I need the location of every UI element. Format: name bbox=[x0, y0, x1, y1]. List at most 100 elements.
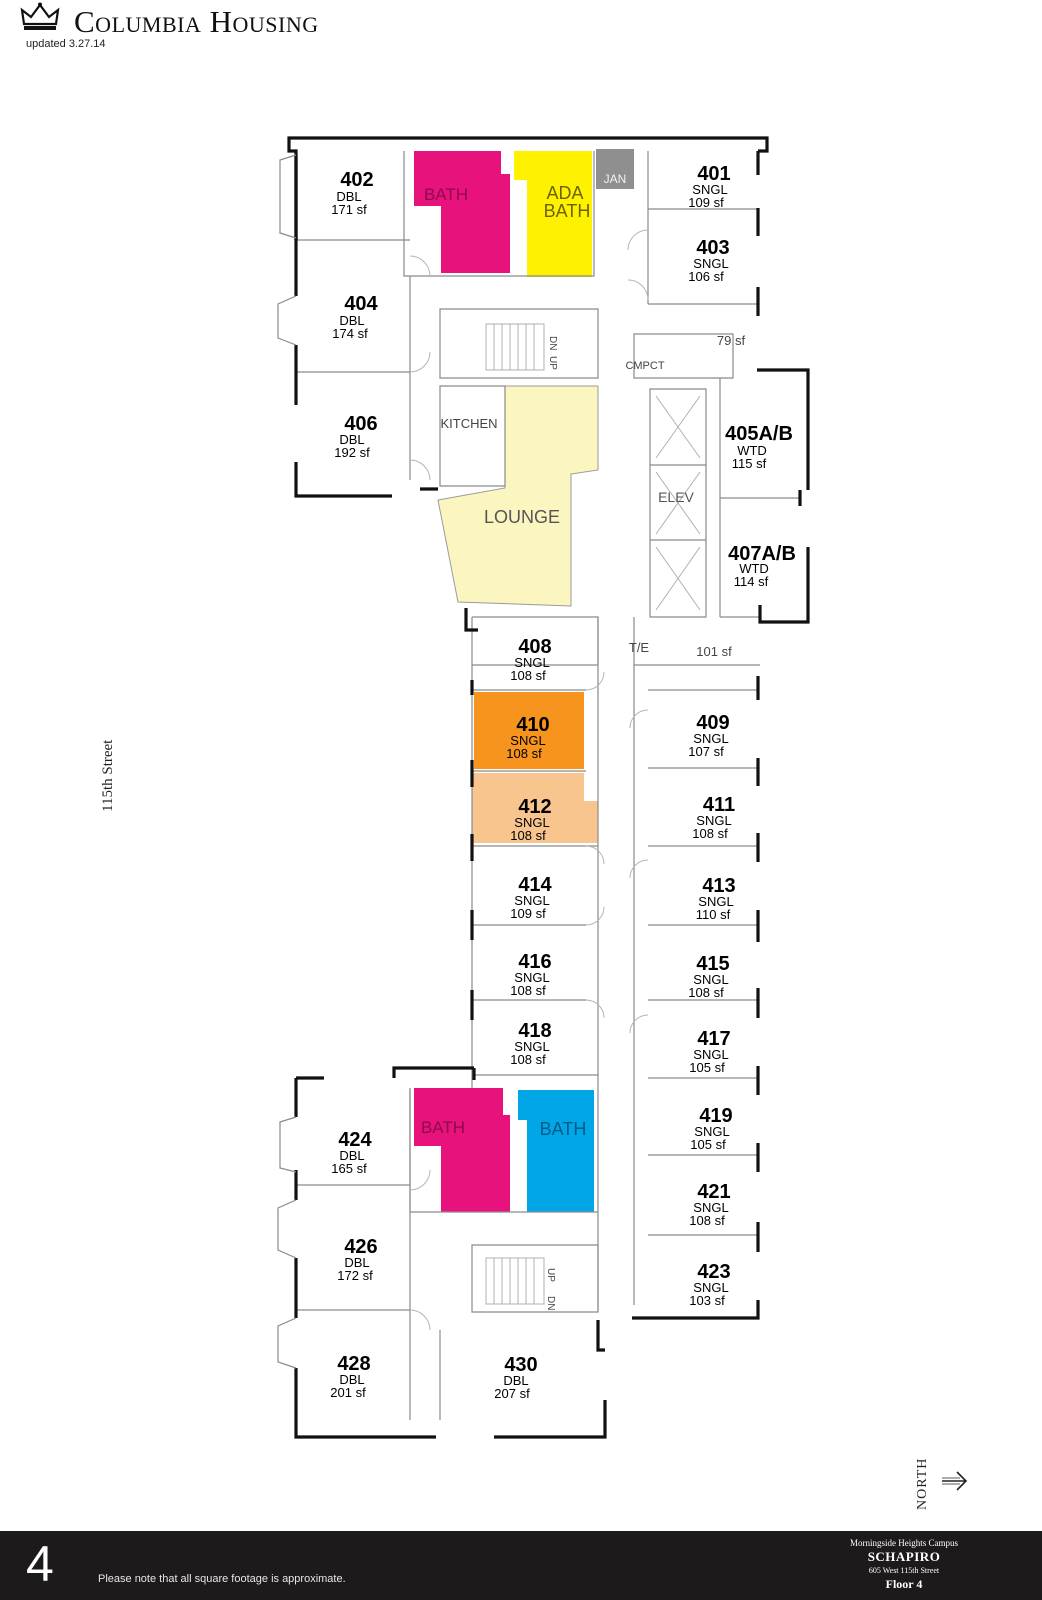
room-430[interactable]: 430 DBL 207 sf bbox=[494, 1354, 537, 1401]
svg-text:410: 410 bbox=[516, 714, 549, 736]
svg-text:419: 419 bbox=[699, 1105, 732, 1127]
room-423[interactable]: 423 SNGL 103 sf bbox=[689, 1261, 730, 1308]
svg-text:416: 416 bbox=[518, 951, 551, 973]
room-407ab[interactable]: 407A/B WTD 114 sf bbox=[728, 543, 796, 589]
footer-bar: 4 Please note that all square footage is… bbox=[0, 1531, 1042, 1600]
ada-bath-top bbox=[514, 151, 592, 277]
floor-plan: 402 DBL 171 sf 404 DBL 174 sf 406 DBL 19… bbox=[277, 136, 810, 1439]
svg-text:110 sf: 110 sf bbox=[696, 907, 731, 922]
svg-text:207 sf: 207 sf bbox=[494, 1386, 530, 1401]
svg-text:403: 403 bbox=[696, 237, 729, 259]
bath-label-bottom-right: BATH bbox=[540, 1119, 587, 1139]
svg-text:172 sf: 172 sf bbox=[337, 1268, 373, 1283]
building-name: SCHAPIRO bbox=[867, 1549, 941, 1564]
svg-text:192 sf: 192 sf bbox=[334, 445, 370, 460]
room-426[interactable]: 426 DBL 172 sf bbox=[337, 1236, 377, 1283]
room-409[interactable]: 409 SNGL 107 sf bbox=[688, 712, 729, 759]
room-424[interactable]: 424 DBL 165 sf bbox=[331, 1129, 372, 1176]
room-428[interactable]: 428 DBL 201 sf bbox=[330, 1353, 370, 1400]
room-403[interactable]: 403 SNGL 106 sf bbox=[688, 237, 729, 284]
svg-text:DBL: DBL bbox=[339, 432, 364, 447]
svg-text:105 sf: 105 sf bbox=[690, 1137, 726, 1152]
svg-text:SNGL: SNGL bbox=[514, 893, 549, 908]
svg-text:108 sf: 108 sf bbox=[688, 985, 724, 1000]
svg-text:423: 423 bbox=[697, 1261, 730, 1283]
stair-top-up: UP bbox=[547, 356, 558, 370]
jan-label: JAN bbox=[604, 172, 627, 186]
ada-label-2: BATH bbox=[544, 201, 591, 221]
north-label: NORTH bbox=[915, 1457, 930, 1510]
footnote: Please note that all square footage is a… bbox=[98, 1573, 346, 1585]
kitchen-label: KITCHEN bbox=[440, 416, 497, 431]
svg-text:108 sf: 108 sf bbox=[510, 828, 546, 843]
room-408[interactable]: 408 SNGL 108 sf bbox=[510, 636, 551, 683]
svg-text:SNGL: SNGL bbox=[514, 815, 549, 830]
street-label: 115th Street bbox=[100, 739, 116, 812]
svg-text:DBL: DBL bbox=[503, 1373, 528, 1388]
svg-text:412: 412 bbox=[518, 796, 551, 818]
svg-text:SNGL: SNGL bbox=[693, 972, 728, 987]
lounge-label: LOUNGE bbox=[484, 507, 560, 527]
cmpct-label: CMPCT bbox=[625, 360, 664, 372]
stair-top-dn: DN bbox=[547, 336, 558, 350]
updated-date: updated 3.27.14 bbox=[26, 38, 106, 50]
svg-text:DBL: DBL bbox=[344, 1255, 369, 1270]
room-413[interactable]: 413 SNGL 110 sf bbox=[696, 875, 736, 922]
room-414[interactable]: 414 SNGL 109 sf bbox=[510, 874, 552, 921]
svg-text:430: 430 bbox=[504, 1354, 537, 1376]
room-412-fill bbox=[472, 773, 598, 843]
svg-text:DBL: DBL bbox=[339, 1148, 364, 1163]
north-arrow-icon bbox=[942, 1471, 968, 1491]
room-410-fill bbox=[474, 692, 584, 769]
room-412[interactable]: 412 SNGL 108 sf bbox=[510, 796, 551, 843]
bath-bottom-right bbox=[518, 1090, 594, 1212]
svg-text:165 sf: 165 sf bbox=[331, 1161, 367, 1176]
svg-text:SNGL: SNGL bbox=[693, 256, 728, 271]
svg-text:201 sf: 201 sf bbox=[330, 1385, 366, 1400]
janitor-closet bbox=[596, 149, 634, 189]
room-415[interactable]: 415 SNGL 108 sf bbox=[688, 953, 729, 1000]
svg-text:SNGL: SNGL bbox=[694, 1124, 729, 1139]
room-419[interactable]: 419 SNGL 105 sf bbox=[690, 1105, 732, 1152]
room-417[interactable]: 417 SNGL 105 sf bbox=[689, 1028, 730, 1075]
room-411[interactable]: 411 SNGL 108 sf bbox=[692, 794, 735, 841]
svg-text:413: 413 bbox=[702, 875, 735, 897]
room-421[interactable]: 421 SNGL 108 sf bbox=[689, 1181, 730, 1228]
svg-text:414: 414 bbox=[518, 874, 552, 896]
bath-label-bottom-left: BATH bbox=[421, 1118, 465, 1137]
svg-text:406: 406 bbox=[344, 413, 377, 435]
bath-label-top: BATH bbox=[424, 185, 468, 204]
room-410[interactable]: 410 SNGL 108 sf bbox=[506, 714, 549, 761]
room-406[interactable]: 406 DBL 192 sf bbox=[334, 413, 377, 460]
svg-text:426: 426 bbox=[344, 1236, 377, 1258]
svg-text:108 sf: 108 sf bbox=[510, 983, 546, 998]
room-404[interactable]: 404 DBL 174 sf bbox=[332, 293, 378, 341]
bath-top-left bbox=[414, 151, 510, 273]
svg-text:109 sf: 109 sf bbox=[688, 195, 724, 210]
svg-text:SNGL: SNGL bbox=[693, 1280, 728, 1295]
room-418[interactable]: 418 SNGL 108 sf bbox=[510, 1020, 551, 1067]
room-416[interactable]: 416 SNGL 108 sf bbox=[510, 951, 551, 998]
svg-text:109 sf: 109 sf bbox=[510, 906, 546, 921]
svg-text:415: 415 bbox=[696, 953, 729, 975]
room-405ab[interactable]: 405A/B WTD 115 sf bbox=[725, 423, 793, 471]
building-address: 605 West 115th Street bbox=[868, 1566, 940, 1575]
svg-text:SNGL: SNGL bbox=[696, 813, 731, 828]
svg-text:108 sf: 108 sf bbox=[689, 1213, 725, 1228]
svg-text:411: 411 bbox=[703, 794, 735, 816]
svg-text:SNGL: SNGL bbox=[693, 731, 728, 746]
stair-bottom-up: UP bbox=[545, 1268, 556, 1282]
svg-text:SNGL: SNGL bbox=[514, 1039, 549, 1054]
svg-text:108 sf: 108 sf bbox=[510, 668, 546, 683]
room-401[interactable]: 401 SNGL 109 sf bbox=[688, 163, 730, 210]
svg-text:WTD: WTD bbox=[737, 443, 767, 458]
svg-text:SNGL: SNGL bbox=[693, 1047, 728, 1062]
svg-text:DBL: DBL bbox=[336, 189, 361, 204]
room-402[interactable]: 402 DBL 171 sf bbox=[331, 169, 373, 217]
floor-label: Floor 4 bbox=[885, 1577, 923, 1591]
svg-text:106 sf: 106 sf bbox=[688, 269, 724, 284]
svg-text:WTD: WTD bbox=[739, 561, 769, 576]
svg-text:401: 401 bbox=[697, 163, 730, 185]
te-label: T/E bbox=[629, 640, 650, 655]
svg-text:105 sf: 105 sf bbox=[689, 1060, 725, 1075]
